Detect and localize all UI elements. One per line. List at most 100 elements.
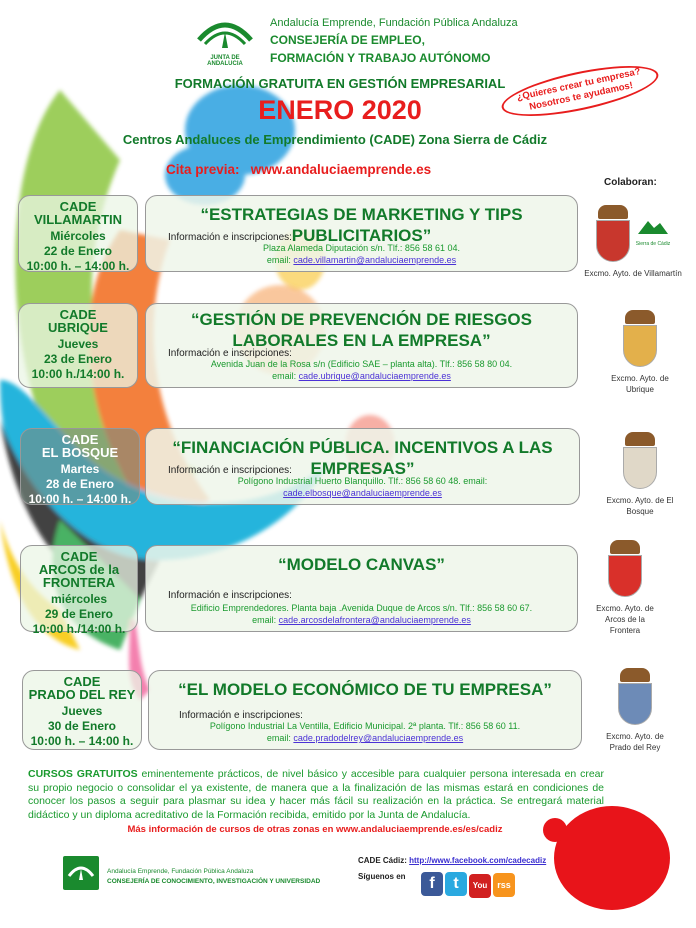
junta-label: JUNTA DE ANDALUCIA [207, 55, 243, 67]
consejeria-line-1: CONSEJERÍA DE EMPLEO, [270, 33, 425, 47]
session-date: 28 de Enero [45, 477, 115, 491]
cade-place: ARCOS de la FRONTERA [38, 562, 120, 590]
crown-icon [610, 540, 640, 554]
rss-icon[interactable]: rss [493, 873, 515, 897]
session-course-box: “GESTIÓN DE PREVENCIÓN DE RIESGOS LABORA… [145, 303, 578, 388]
cita-label: Cita previa: [166, 162, 240, 177]
session-course-box: “FINANCIACIÓN PÚBLICA. INCENTIVOS A LAS … [145, 428, 580, 505]
session-course-box: “EL MODELO ECONÓMICO DE TU EMPRESA” Info… [148, 670, 582, 750]
coat-of-arms-icon [608, 555, 642, 597]
sponsor-name: Excmo. Ayto. de El Bosque [606, 496, 674, 516]
contact-block: Avenida Juan de la Rosa s/n (Edificio SA… [146, 358, 577, 382]
email-label: email: [266, 255, 291, 265]
footer-consejeria: CONSEJERÍA DE CONOCIMIENTO, INVESTIGACIÓ… [107, 878, 321, 885]
email-link[interactable]: cade.villamartin@andaluciaemprende.es [293, 255, 457, 265]
course-title: “FINANCIACIÓN PÚBLICA. INCENTIVOS A LAS … [172, 438, 553, 478]
session-day: Jueves [61, 704, 103, 718]
cade-place: PRADO DEL REY [28, 687, 136, 702]
junta-arch-icon [197, 22, 253, 48]
facebook-url-link[interactable]: http://www.facebook.com/cadecadiz [409, 856, 547, 865]
contact-block: Polígono Industrial Huerto Blanquillo. T… [146, 475, 579, 499]
facebook-icon[interactable]: f [421, 872, 443, 896]
cade-label: CADE [60, 549, 98, 564]
info-label: Información e inscripciones: [168, 590, 292, 601]
info-label: Información e inscripciones: [168, 348, 292, 359]
address: Plaza Alameda Diputación s/n. Tlf.: 856 … [263, 243, 460, 253]
session-cade-box: CADE PRADO DEL REY Jueves 30 de Enero 10… [22, 670, 142, 750]
session-day: Miércoles [50, 229, 106, 243]
sponsor-name: Excmo. Ayto. de Arcos de la Frontera [596, 604, 654, 635]
footer-junta-logo [63, 856, 99, 890]
address: Edificio Emprendedores. Planta baja .Ave… [190, 603, 533, 613]
crown-icon [620, 668, 650, 682]
sponsor-name: Excmo. Ayto. de Prado del Rey [606, 732, 664, 752]
cade-place: UBRIQUE [48, 320, 108, 335]
header-text: Andalucía Emprende, Fundación Pública An… [270, 15, 518, 68]
address: Polígono Industrial La Ventilla, Edifici… [209, 721, 521, 731]
email-label: email: [252, 615, 277, 625]
junta-arch-icon [67, 866, 95, 880]
session-day: Jueves [57, 337, 99, 351]
email-link[interactable]: cade.elbosque@andaluciaemprende.es [283, 488, 442, 498]
email-label: email: [272, 371, 297, 381]
course-title: “GESTIÓN DE PREVENCIÓN DE RIESGOS LABORA… [190, 310, 532, 350]
sponsor-logo: Excmo. Ayto. de El Bosque [605, 432, 675, 517]
session-time: 10:00 h. – 14:00 h. [26, 259, 130, 273]
crown-icon [625, 310, 655, 324]
contact-block: Plaza Alameda Diputación s/n. Tlf.: 856 … [146, 242, 577, 266]
address: Avenida Juan de la Rosa s/n (Edificio SA… [210, 359, 513, 369]
course-title: “MODELO CANVAS” [278, 555, 445, 574]
footer-org-name: Andalucía Emprende, Fundación Pública An… [107, 868, 254, 875]
session-date: 23 de Enero [43, 352, 113, 366]
cade-cadiz-label: CADE Cádiz: [358, 856, 407, 865]
cita-previa: Cita previa: www.andaluciaemprende.es [166, 162, 431, 177]
cade-place: EL BOSQUE [41, 445, 119, 460]
coat-of-arms-icon [623, 325, 657, 367]
session-time: 10:00 h./14:00 h. [32, 622, 126, 636]
email-link[interactable]: cade.pradodelrey@andaluciaemprende.es [293, 733, 464, 743]
cade-label: CADE [61, 432, 99, 447]
course-title: “ESTRATEGIAS DE MARKETING Y TIPS PUBLICI… [200, 205, 523, 245]
cade-label: CADE [63, 674, 101, 689]
session-course-box: “MODELO CANVAS” Información e inscripcio… [145, 545, 578, 632]
coat-of-arms-icon [623, 447, 657, 489]
session-date: 30 de Enero [47, 719, 117, 733]
info-label: Información e inscripciones: [168, 232, 292, 243]
session-cade-box: CADE EL BOSQUE Martes 28 de Enero 10:00 … [20, 428, 140, 506]
sponsor-name: Excmo. Ayto. de Villamartín [584, 269, 682, 278]
info-label: Información e inscripciones: [168, 465, 292, 476]
session-date: 29 de Enero [44, 607, 114, 621]
contact-block: Edificio Emprendedores. Planta baja .Ave… [146, 602, 577, 626]
sponsor-logo: Excmo. Ayto. de Prado del Rey [600, 668, 670, 753]
crown-icon [597, 205, 628, 219]
sierra-cadiz-label: Sierra de Cádiz [635, 240, 671, 247]
sponsor-logo: Sierra de Cádiz Excmo. Ayto. de Villamar… [583, 205, 683, 279]
email-link[interactable]: cade.arcosdelafrontera@andaluciaemprende… [278, 615, 471, 625]
coat-of-arms-icon [618, 683, 652, 725]
twitter-icon[interactable]: t [445, 872, 467, 896]
colaboran-label: Colaboran: [604, 177, 657, 188]
session-cade-box: CADE UBRIQUE Jueves 23 de Enero 10:00 h.… [18, 303, 138, 388]
coat-of-arms-icon [595, 220, 630, 262]
headline-subtitle: FORMACIÓN GRATUITA EN GESTIÓN EMPRESARIA… [174, 76, 506, 91]
cita-url-link[interactable]: www.andaluciaemprende.es [250, 162, 432, 177]
description-bold: CURSOS GRATUITOS [28, 768, 138, 780]
headline-title: ENERO 2020 [258, 95, 422, 125]
email-link[interactable]: cade.ubrique@andaluciaemprende.es [298, 371, 451, 381]
youtube-icon[interactable]: You [469, 874, 491, 898]
org-name: Andalucía Emprende, Fundación Pública An… [270, 17, 518, 29]
email-label: email: [266, 733, 291, 743]
session-time: 10:00 h. – 14:00 h. [30, 734, 134, 748]
session-cade-box: CADE ARCOS de la FRONTERA miércoles 29 d… [20, 545, 138, 636]
session-course-box: “ESTRATEGIAS DE MARKETING Y TIPS PUBLICI… [145, 195, 578, 272]
session-day: miércoles [50, 592, 108, 606]
crown-icon [625, 432, 655, 446]
sponsor-name: Excmo. Ayto. de Ubrique [611, 374, 669, 394]
address: Polígono Industrial Huerto Blanquillo. T… [237, 476, 488, 486]
session-time: 10:00 h./14:00 h. [31, 367, 125, 381]
more-info-link[interactable]: Más información de cursos de otras zonas… [127, 824, 503, 835]
description-paragraph: CURSOS GRATUITOS eminentemente prácticos… [28, 768, 604, 822]
course-title: “EL MODELO ECONÓMICO DE TU EMPRESA” [178, 680, 552, 699]
cade-label: CADE [59, 307, 97, 322]
